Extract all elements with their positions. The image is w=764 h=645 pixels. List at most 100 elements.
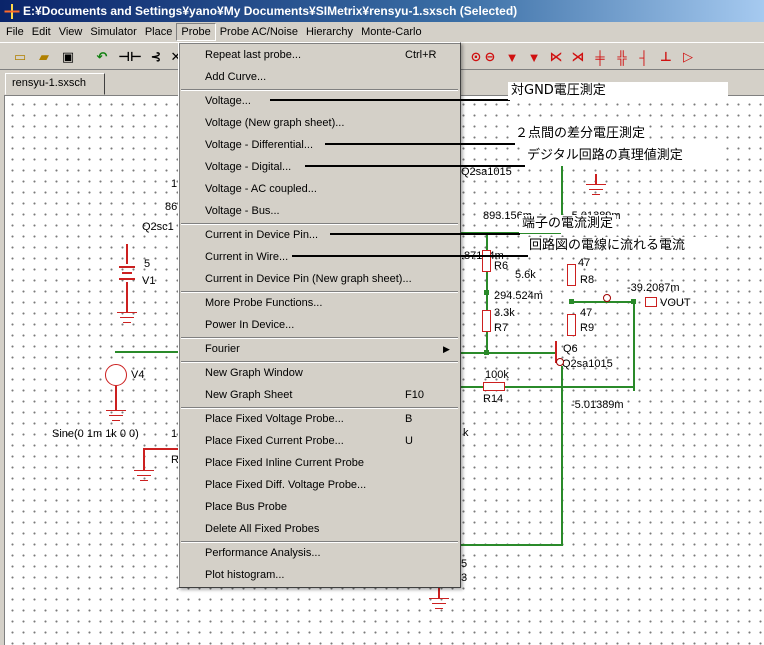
callout-line-differential [325, 143, 515, 145]
v4-source[interactable] [105, 364, 127, 386]
menu-place-fixed-voltage-probe[interactable]: Place Fixed Voltage Probe...B [205, 413, 413, 425]
callout-line-voltage [270, 99, 510, 101]
tab-strip: rensyu-1.sxsch [0, 71, 764, 95]
menu-repeat-last-probe[interactable]: Repeat last probe...Ctrl+R [205, 49, 437, 61]
nmos-icon[interactable]: ╪ [595, 49, 605, 65]
undo-icon[interactable]: ↶ [96, 49, 108, 64]
label-r9-val: 47 [580, 307, 593, 319]
label-86: 86 [165, 201, 178, 213]
menu-voltage-new-graph[interactable]: Voltage (New graph sheet)... [205, 117, 345, 129]
wire-h-vout [571, 301, 635, 303]
menu-separator [181, 223, 458, 225]
opamp-icon[interactable]: ▷ [683, 49, 693, 64]
resistor-r9[interactable] [567, 314, 576, 336]
menu-place-bus-probe[interactable]: Place Bus Probe [205, 501, 287, 513]
probe-voltage-icon[interactable]: ⊙ [470, 49, 482, 64]
label-vout: VOUT [660, 297, 691, 309]
transistor-tool-icon[interactable]: ⊰ [150, 49, 162, 64]
label-k: k [463, 427, 469, 439]
menu-probe[interactable]: Probe [176, 23, 216, 41]
pmos-icon[interactable]: ╬ [617, 49, 627, 65]
menu-fourier[interactable]: Fourier▶ [181, 338, 458, 360]
label-r6-val: 5.6k [515, 269, 536, 281]
folder-icon[interactable]: ▰ [39, 49, 49, 64]
menu-separator [181, 89, 458, 91]
ground-bottom [428, 598, 450, 614]
label-r14-val: 100k [485, 369, 509, 381]
menu-voltage-digital[interactable]: Voltage - Digital... [205, 161, 292, 173]
menu-edit[interactable]: Edit [31, 26, 51, 38]
window-title: E:¥Documents and Settings¥yano¥My Docume… [23, 4, 518, 18]
menu-place-fixed-current-probe[interactable]: Place Fixed Current Probe...U [205, 435, 413, 447]
wire-vout-down [633, 301, 635, 391]
wire-v4-top [115, 351, 185, 353]
label-v1: V1 [142, 275, 156, 287]
vout-terminal[interactable] [645, 297, 657, 307]
junction-base [484, 350, 489, 355]
resistor-r6[interactable] [482, 250, 491, 272]
probe-menu: Repeat last probe...Ctrl+R Add Curve... … [178, 42, 461, 588]
menu-add-curve[interactable]: Add Curve... [205, 71, 267, 83]
menu-plot-histogram[interactable]: Plot histogram... [205, 569, 285, 581]
label-r6: R6 [494, 260, 509, 272]
menu-new-graph-window[interactable]: New Graph Window [205, 367, 303, 379]
resistor-r7[interactable] [482, 310, 491, 332]
callout-line-wire [292, 255, 528, 257]
menu-voltage-differential[interactable]: Voltage - Differential... [205, 139, 314, 151]
fixed-probe-q6[interactable] [556, 358, 564, 366]
gnd-lead-top [595, 174, 597, 184]
menu-current-in-wire[interactable]: Current in Wire... [205, 251, 289, 263]
menu-voltage-bus[interactable]: Voltage - Bus... [205, 205, 280, 217]
menu-performance-analysis[interactable]: Performance Analysis... [205, 547, 321, 559]
ground-src [133, 470, 155, 486]
menu-view[interactable]: View [58, 26, 83, 38]
label-q6-part: Q2sa1015 [562, 358, 613, 370]
menu-probe-ac-noise[interactable]: Probe AC/Noise [219, 26, 298, 38]
menu-place-fixed-inline-current-probe[interactable]: Place Fixed Inline Current Probe [205, 457, 364, 469]
menu-simulator[interactable]: Simulator [90, 26, 137, 38]
menu-file[interactable]: File [6, 26, 24, 38]
annotation-device-pin: 端子の電流測定 [519, 215, 617, 233]
npn-icon[interactable]: ⋉ [549, 49, 563, 64]
menu-current-device-pin[interactable]: Current in Device Pin... [205, 229, 319, 241]
label-1b: 1 [171, 428, 178, 440]
menu-hierarchy[interactable]: Hierarchy [305, 26, 354, 38]
menu-place[interactable]: Place [144, 26, 173, 38]
capacitor-tool-icon[interactable]: ⊣⊢ [118, 49, 142, 64]
resistor-r8[interactable] [567, 264, 576, 286]
jfet-icon[interactable]: ┤ [639, 49, 649, 65]
submenu-arrow-icon: ▶ [443, 344, 450, 354]
menu-delete-all-fixed-probes[interactable]: Delete All Fixed Probes [205, 523, 320, 535]
label-meas-392: -39.2087m [627, 282, 680, 294]
label-v4: V4 [131, 369, 145, 381]
ground-v4 [105, 410, 127, 426]
menu-voltage[interactable]: Voltage... [205, 95, 251, 107]
fixed-probe-vout[interactable] [603, 294, 611, 302]
zener-icon[interactable]: ▼ [527, 49, 541, 65]
diode-icon[interactable]: ▼ [505, 49, 519, 65]
menu-place-fixed-diff-voltage-probe[interactable]: Place Fixed Diff. Voltage Probe... [205, 479, 367, 491]
src-lead [143, 448, 145, 470]
v1-plate [119, 266, 135, 268]
wire-tool-icon[interactable]: ✕ [170, 49, 182, 64]
probe-current-icon[interactable]: ⊖ [484, 49, 496, 64]
menu-monte-carlo[interactable]: Monte-Carlo [361, 26, 422, 38]
label-sine: Sine(0 1m 1k 0 0) [52, 428, 139, 440]
menu-current-device-pin-new-graph[interactable]: Current in Device Pin (New graph sheet).… [205, 273, 412, 285]
pnp-icon[interactable]: ⋊ [571, 49, 585, 64]
resistor-r14[interactable] [483, 382, 505, 391]
ground-tool-icon[interactable]: ⊥ [660, 49, 672, 64]
menu-voltage-ac-coupled[interactable]: Voltage - AC coupled... [205, 183, 317, 195]
save-icon[interactable]: ▣ [61, 49, 75, 64]
label-r: R [171, 454, 179, 466]
annotation-differential: ２点間の差分電圧測定 [512, 125, 649, 143]
menu-more-probe-functions[interactable]: More Probe Functions... [205, 297, 323, 309]
annotation-wire: 回路図の電線に流れる電流 [526, 237, 726, 255]
tab-schematic[interactable]: rensyu-1.sxsch [5, 73, 105, 95]
menu-power-in-device[interactable]: Power In Device... [205, 319, 295, 331]
menu-separator [181, 541, 458, 543]
ground-top-right [585, 184, 607, 200]
label-meas-294: 294.524m [494, 290, 543, 302]
open-icon[interactable]: ▭ [13, 49, 27, 64]
